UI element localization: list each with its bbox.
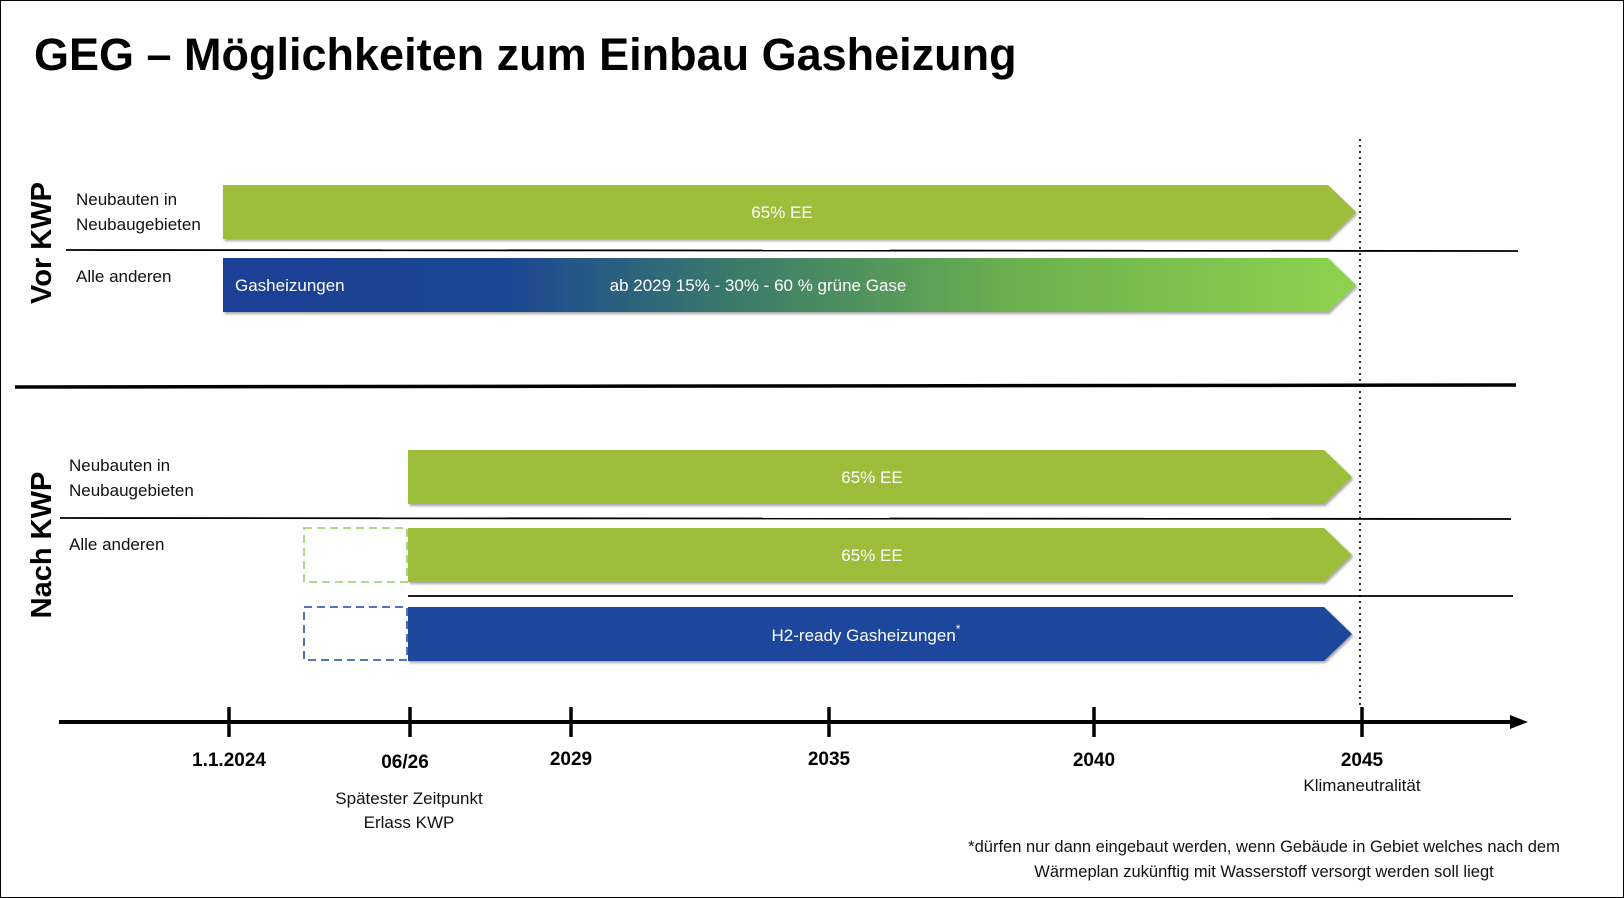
section-label-vor-kwp: Vor KWP [26,182,58,304]
tick-sublabel-06-26-line1: Spätester Zeitpunkt [335,789,483,808]
dashed-box-green [303,527,408,583]
bar-label-gasheizungen: Gasheizungen [235,276,345,295]
tick-label-06-26: 06/26 [381,752,429,773]
tick-sublabel-2045: Klimaneutralität [1303,776,1420,795]
timeline-arrowhead [1510,715,1528,729]
row-label-neubauten-line2: Neubaugebieten [69,481,194,500]
bar-label-gruene-gase: ab 2029 15% - 30% - 60 % grüne Gase [610,276,907,295]
row-label-neubauten-line1: Neubauten in [76,190,177,209]
bar-nach-andere-65-ee [408,528,1352,582]
row-label-neubauten-line2: Neubaugebieten [76,215,201,234]
section-label-nach-kwp: Nach KWP [26,472,58,619]
tick-label-2040: 2040 [1073,750,1115,771]
bar-nach-neubau-65-ee [408,450,1352,504]
tick-label-2045: 2045 [1341,750,1384,771]
bar-label-nach-neubau: 65% EE [841,468,902,487]
row-label-alle-anderen: Alle anderen [76,267,171,286]
bar-label-nach-andere: 65% EE [841,546,902,565]
bar-nach-h2-ready [408,607,1352,661]
row-separator [59,517,1512,520]
tick-label-2029: 2029 [550,749,592,770]
bar-label-vor-neubau: 65% EE [751,203,812,222]
bar-vor-neubau-65-ee [223,185,1356,239]
bar-vor-gasheizungen-gruene-gase [223,258,1356,312]
row-separator [65,249,1519,252]
tick-sublabel-06-26-line2: Erlass KWP [364,813,455,832]
row-label-alle-anderen: Alle anderen [69,535,164,554]
footnote-line1: *dürfen nur dann eingebaut werden, wenn … [968,838,1560,856]
tick-label-2024: 1.1.2024 [192,750,266,771]
tick-label-2035: 2035 [808,749,851,770]
dashed-box-blue [303,606,408,661]
section-divider [14,383,1517,389]
bar-label-h2-ready: H2-ready Gasheizungen* [772,622,961,645]
row-label-neubauten-line1: Neubauten in [69,456,170,475]
page-title: GEG – Möglichkeiten zum Einbau Gasheizun… [34,29,1017,80]
footnote-line2: Wärmeplan zukünftig mit Wasserstoff vers… [1034,863,1494,881]
